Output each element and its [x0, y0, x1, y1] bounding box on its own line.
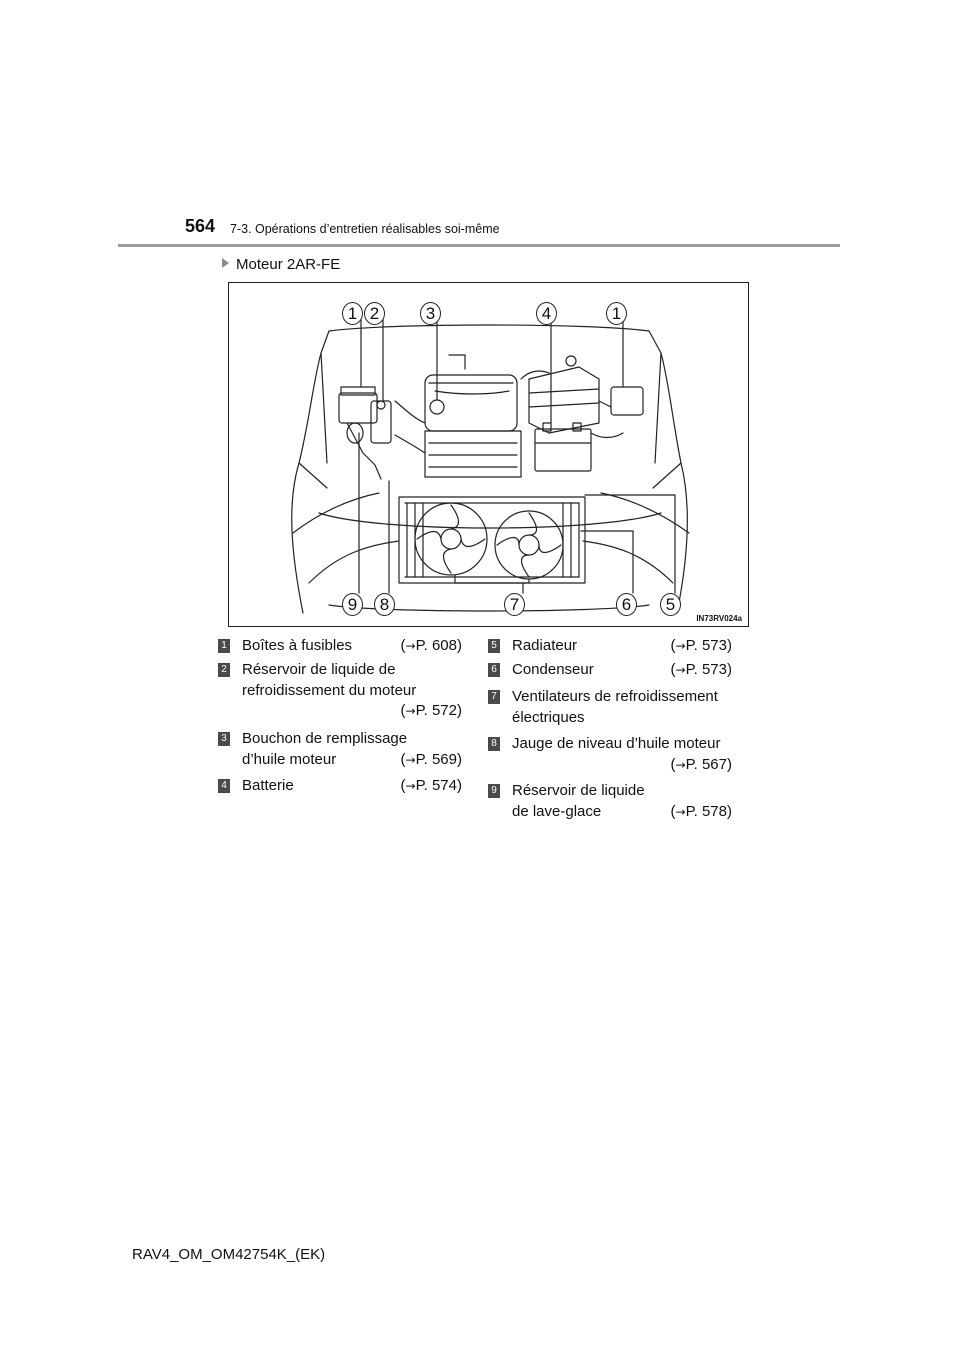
page-reference: (→P. 573) — [670, 661, 733, 678]
legend-label: électriques — [512, 708, 585, 726]
legend-number-badge: 2 — [218, 663, 230, 677]
page-reference: (→P. 574) — [400, 777, 463, 794]
legend-label: Batterie — [242, 777, 294, 794]
engine-compartment-figure: IN73RV024a — [228, 282, 749, 627]
document-id-footer: RAV4_OM_OM42754K_(EK) — [132, 1246, 326, 1263]
legend-label: Radiateur — [512, 637, 578, 654]
arrow-right-icon: → — [675, 757, 686, 772]
legend-number-badge: 1 — [218, 639, 230, 653]
arrow-right-icon: → — [675, 804, 686, 819]
legend-label: refroidissement du moteur — [242, 681, 417, 699]
legend-number-badge: 6 — [488, 663, 500, 677]
legend-number-badge: 5 — [488, 639, 500, 653]
legend-label: Ventilateurs de refroidissement — [512, 688, 718, 705]
subheading-text: Moteur 2AR-FE — [236, 256, 341, 273]
legend-number-badge: 4 — [218, 779, 230, 793]
page-reference-number: P. 573 — [685, 661, 727, 678]
page-reference-number: P. 574 — [415, 777, 457, 794]
callout-number: 8 — [374, 593, 395, 616]
section-title: 7-3. Opérations d’entretien réalisables … — [230, 222, 500, 236]
callout-number: 1 — [342, 302, 363, 325]
legend-label: Bouchon de remplissage — [242, 730, 408, 747]
legend-label: Jauge de niveau d’huile moteur — [512, 735, 721, 752]
legend-number-badge: 9 — [488, 784, 500, 798]
callout-number: 9 — [342, 593, 363, 616]
arrow-right-icon: → — [405, 779, 416, 793]
legend-label: Boîtes à fusibles — [242, 637, 353, 654]
legend-label: d’huile moteur — [242, 750, 337, 768]
page-reference: (→P. 578) — [670, 802, 733, 820]
legend-label: Réservoir de liquide — [512, 782, 645, 799]
callout-number: 3 — [420, 302, 441, 325]
page-number: 564 — [185, 216, 216, 236]
arrow-right-icon: → — [675, 639, 686, 653]
legend-number-badge: 3 — [218, 732, 230, 746]
page-reference-number: P. 573 — [685, 637, 727, 654]
arrow-right-icon: → — [405, 752, 416, 767]
header-divider — [118, 244, 840, 247]
callout-number: 4 — [536, 302, 557, 325]
callout-number: 2 — [364, 302, 385, 325]
legend-number-badge: 8 — [488, 737, 500, 751]
subheading: Moteur 2AR-FE — [222, 256, 340, 273]
arrow-right-icon: → — [675, 663, 686, 677]
page-reference-number: P. 572 — [415, 702, 457, 719]
legend-label: Condenseur — [512, 661, 594, 678]
page-reference: (→P. 567) — [670, 755, 733, 773]
page-reference: (→P. 572) — [400, 702, 463, 719]
page-reference-number: P. 608 — [415, 637, 457, 654]
engine-illustration — [291, 318, 690, 614]
callout-number: 5 — [660, 593, 681, 616]
callout-number: 1 — [606, 302, 627, 325]
arrow-right-icon: → — [405, 639, 416, 653]
page-reference-number: P. 567 — [685, 755, 727, 773]
page-reference-number: P. 578 — [685, 802, 727, 820]
page-reference: (→P. 573) — [670, 637, 733, 654]
triangle-bullet-icon — [222, 258, 229, 268]
figure-code: IN73RV024a — [696, 614, 742, 623]
callout-number: 6 — [616, 593, 637, 616]
arrow-right-icon: → — [405, 704, 416, 718]
legend-label: de lave-glace — [512, 802, 602, 820]
legend-number-badge: 7 — [488, 690, 500, 704]
callout-number: 7 — [504, 593, 525, 616]
page-reference: (→P. 608) — [400, 637, 463, 654]
legend-label: Réservoir de liquide de — [242, 661, 396, 678]
page-reference: (→P. 569) — [400, 750, 463, 768]
page-reference-number: P. 569 — [415, 750, 457, 768]
